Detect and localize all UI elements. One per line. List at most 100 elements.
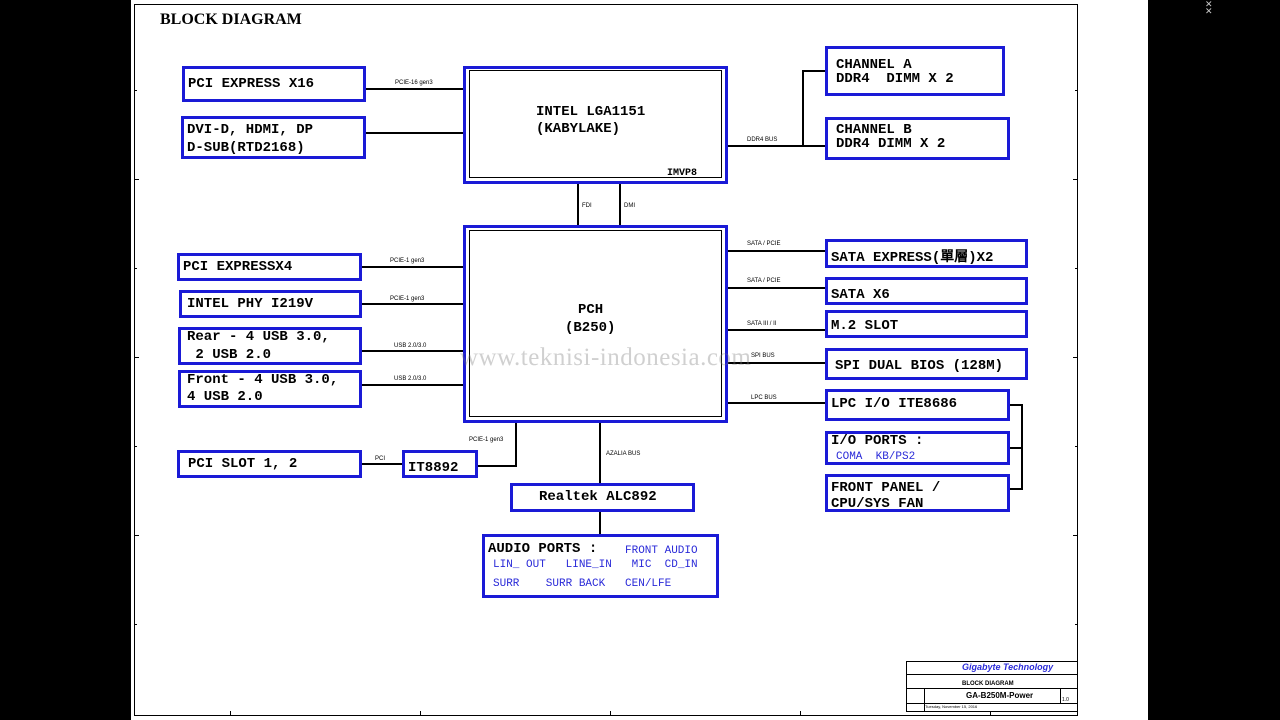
- lpc-io-label: LPC I/O ITE8686: [831, 396, 958, 412]
- pcie-x16-label: PCI EXPRESS X16: [188, 76, 315, 92]
- codec-box: [510, 483, 695, 512]
- lpc-bracket-fp: [1010, 488, 1023, 490]
- close-icon[interactable]: ✕✕: [1205, 0, 1213, 17]
- audio-ports-row2: LIN_ OUT LINE_IN MIC CD_IN: [493, 559, 698, 571]
- front-usb-wire: [362, 384, 463, 386]
- cpu-label-1: INTEL LGA1151: [536, 104, 646, 120]
- cpu-label-2: (KABYLAKE): [536, 121, 621, 137]
- pcie-x4-box: [177, 253, 362, 281]
- frame-tick: [134, 535, 139, 536]
- frame-tick: [1073, 357, 1078, 358]
- frame-tick: [1075, 446, 1078, 447]
- frame-tick: [1073, 535, 1078, 536]
- page-title: BLOCK DIAGRAM: [160, 11, 302, 28]
- title-block-company: Gigabyte Technology: [962, 662, 1054, 672]
- ddr4-bus-riser: [802, 70, 804, 147]
- spi-bus-wire: [728, 362, 825, 364]
- tb-vline-2: [1060, 688, 1061, 704]
- pcie-x4-label: PCI EXPRESSX4: [183, 259, 293, 275]
- pci-signal: PCI: [375, 456, 386, 462]
- pch-inner-box: [469, 230, 722, 417]
- rear-usb-label-2: 2 USB 2.0: [187, 347, 272, 363]
- front-panel-label-1: FRONT PANEL /: [831, 480, 941, 496]
- front-panel-label-2: CPU/SYS FAN: [831, 496, 924, 512]
- fdi-wire: [577, 184, 579, 225]
- ddr4-to-a: [802, 70, 825, 72]
- frame-tick: [1075, 624, 1078, 625]
- title-block-date: Tuesday, November 15, 2016: [925, 704, 978, 709]
- intel-phy-wire: [362, 303, 463, 305]
- display-label-2: D-SUB(RTD2168): [187, 140, 305, 156]
- sata-x6-label: SATA X6: [831, 287, 890, 303]
- title-block-rev: 1.0: [1062, 697, 1069, 703]
- spi-bus-signal: SPI BUS: [751, 353, 775, 359]
- front-usb-signal: USB 2.0/3.0: [394, 376, 427, 382]
- pcie-x16-signal: PCIE-16 gen3: [395, 80, 433, 86]
- codec-audio-wire: [599, 512, 601, 535]
- channel-a-label-2: DDR4 DIMM X 2: [836, 71, 954, 87]
- frame-tick: [134, 268, 137, 269]
- sata-express-label: SATA EXPRESS(單層)X2: [831, 250, 994, 266]
- pci-slot-box: [177, 450, 362, 478]
- pcie-x16-wire: [366, 88, 463, 90]
- channel-a-box: [825, 46, 1005, 96]
- lpc-bus-wire: [728, 402, 825, 404]
- sata-x6-wire: [728, 287, 825, 289]
- it8892-box: [402, 450, 478, 478]
- spi-bios-box: [825, 348, 1028, 380]
- lpc-bus-signal: LPC BUS: [751, 395, 777, 401]
- spi-bios-label: SPI DUAL BIOS (128M): [835, 358, 1004, 374]
- ddr4-to-b: [802, 145, 825, 147]
- channel-a-label-1: CHANNEL A: [836, 57, 912, 73]
- rear-usb-box: [178, 327, 362, 365]
- front-usb-label-1: Front - 4 USB 3.0,: [187, 372, 339, 388]
- front-usb-label-2: 4 USB 2.0: [187, 389, 263, 405]
- it8892-wire-h: [478, 465, 517, 467]
- channel-b-box: [825, 117, 1010, 160]
- it8892-wire-v: [515, 423, 517, 467]
- pch-label-1: PCH: [578, 302, 604, 318]
- frame-tick: [134, 624, 137, 625]
- frame-tick: [420, 711, 421, 716]
- sata-x6-signal: SATA / PCIE: [747, 278, 781, 284]
- lpc-bracket-top: [1010, 404, 1023, 406]
- dmi-wire: [619, 184, 621, 225]
- pch-label-2: (B250): [565, 320, 616, 336]
- cpu-vr-label: IMVP8: [667, 168, 698, 179]
- front-usb-box: [178, 370, 362, 408]
- frame-tick: [230, 711, 231, 716]
- display-wire: [366, 132, 463, 134]
- pcie-x4-signal: PCIE-1 gen3: [390, 258, 425, 264]
- lpc-bracket-io: [1010, 447, 1023, 449]
- sata-express-box: [825, 239, 1028, 268]
- tb-line-2: [906, 688, 1078, 689]
- codec-label: Realtek ALC892: [539, 489, 657, 505]
- frame-tick: [1075, 90, 1078, 91]
- sata-express-signal: SATA / PCIE: [747, 241, 781, 247]
- io-ports-sub: COMA KB/PS2: [836, 451, 916, 463]
- tb-line-3: [906, 703, 1078, 704]
- azalia-label: AZALIA BUS: [606, 451, 641, 457]
- rear-usb-wire: [362, 350, 463, 352]
- rear-usb-label-1: Rear - 4 USB 3.0,: [187, 329, 330, 345]
- m2-slot-wire: [728, 329, 825, 331]
- it8892-signal: PCIE-1 gen3: [469, 437, 504, 443]
- sata-x6-box: [825, 277, 1028, 305]
- title-block-sheet-title: BLOCK DIAGRAM: [962, 681, 1014, 687]
- audio-ports-row1: FRONT AUDIO: [625, 545, 698, 557]
- tb-vline-1: [924, 688, 925, 712]
- m2-slot-box: [825, 310, 1028, 338]
- front-panel-box: [825, 474, 1010, 512]
- display-label-1: DVI-D, HDMI, DP: [187, 122, 314, 138]
- fdi-label: FDI: [582, 203, 592, 209]
- dmi-label: DMI: [624, 203, 635, 209]
- frame-tick: [134, 357, 139, 358]
- m2-slot-signal: SATA III / II: [747, 321, 777, 327]
- it8892-label: IT8892: [408, 460, 459, 476]
- intel-phy-box: [179, 290, 362, 318]
- audio-ports-label: AUDIO PORTS :: [488, 541, 598, 557]
- audio-ports-row3: SURR SURR BACK CEN/LFE: [493, 578, 672, 590]
- frame-tick: [1073, 179, 1078, 180]
- channel-b-label-2: DDR4 DIMM X 2: [836, 136, 946, 152]
- ddr4-bus-label: DDR4 BUS: [747, 137, 778, 143]
